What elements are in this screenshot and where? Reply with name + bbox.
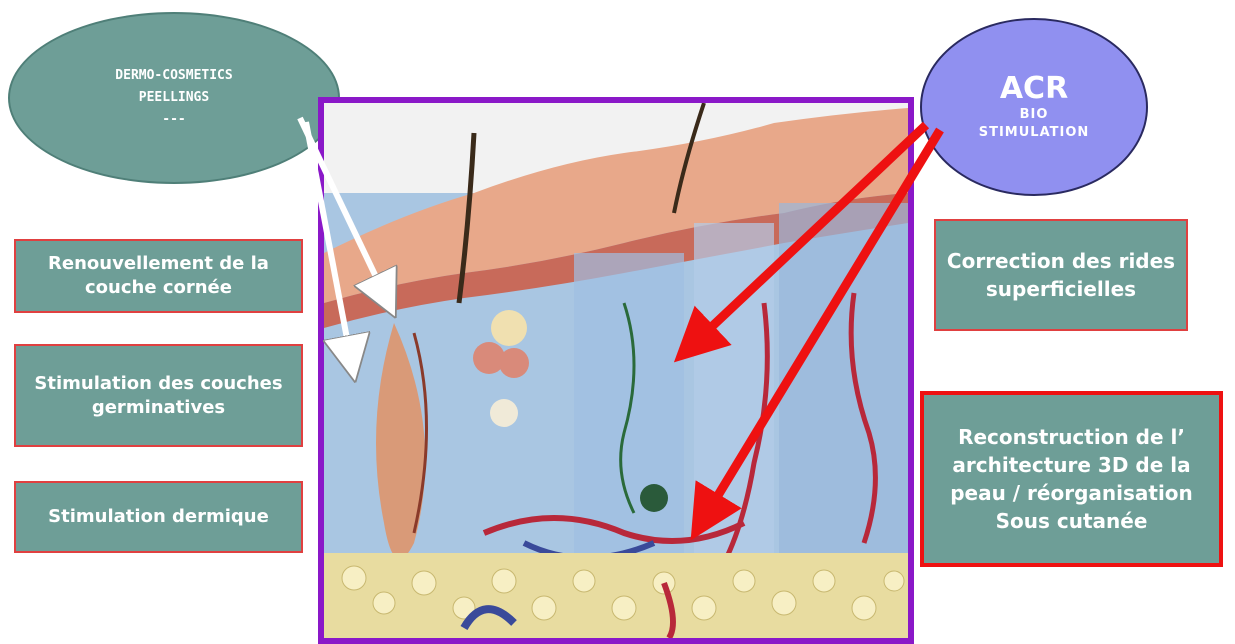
ellipse-left-line3: --- (162, 109, 185, 131)
label-correction-rides: Correction des rides superficielles (936, 247, 1186, 303)
skin-cross-section-illustration (318, 97, 914, 644)
label-stimulation-dermique: Stimulation dermique (48, 505, 269, 529)
label-renouvellement: Renouvellement de la couche cornée (16, 252, 301, 300)
label-box-renouvellement: Renouvellement de la couche cornée (14, 239, 303, 313)
ellipse-right-title: ACR (1000, 72, 1068, 106)
label-box-reconstruction: Reconstruction de l’ architecture 3D de … (920, 391, 1223, 567)
dermo-cosmetics-ellipse: DERMO-COSMETICS PEELLINGS --- (8, 12, 340, 184)
label-box-stimulation-dermique: Stimulation dermique (14, 481, 303, 553)
label-box-stimulation-couches: Stimulation des couches germinatives (14, 344, 303, 447)
ellipse-right-line2: BIO (1020, 106, 1049, 124)
label-stimulation-couches: Stimulation des couches germinatives (16, 372, 301, 420)
skin-layers-drawing (324, 103, 908, 638)
label-box-correction-rides: Correction des rides superficielles (934, 219, 1188, 331)
ellipse-right-line3: STIMULATION (979, 124, 1090, 142)
ellipse-left-line2: PEELLINGS (139, 87, 209, 109)
ellipse-left-line1: DERMO-COSMETICS (115, 65, 232, 87)
label-reconstruction: Reconstruction de l’ architecture 3D de … (924, 423, 1219, 535)
acr-ellipse: ACR BIO STIMULATION (920, 18, 1148, 196)
